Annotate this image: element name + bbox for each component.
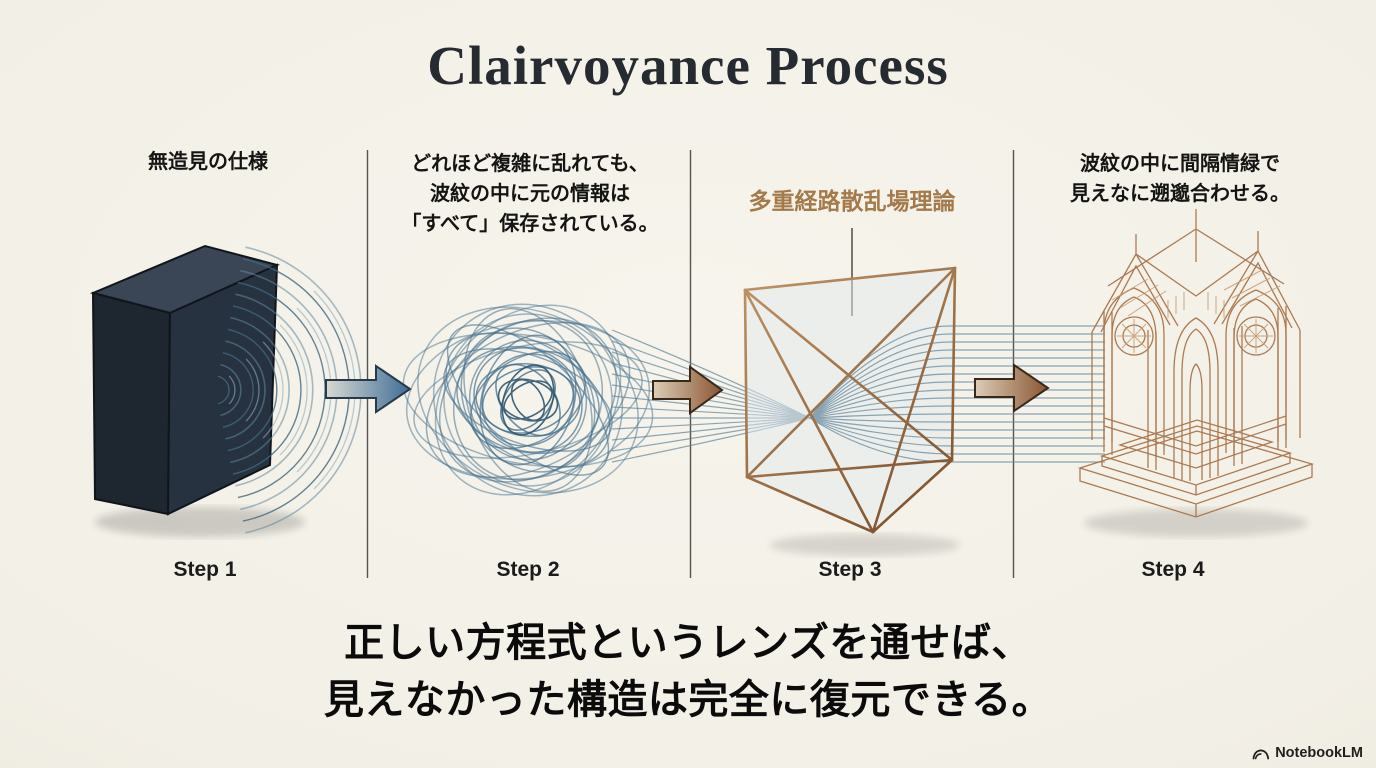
conclusion-line: 正しい方程式というレンズを通せば、 xyxy=(344,621,1032,665)
caption-line: 多重経路散乱場理論 xyxy=(748,188,956,214)
caption-line: 波紋の中に元の情報は xyxy=(430,183,630,205)
watermark: NotebookLM xyxy=(1252,745,1363,761)
step3-caption: 多重経路散乱場理論 xyxy=(702,184,1002,219)
step1-emitter-box xyxy=(89,244,305,537)
page-title: Clairvoyance Process xyxy=(427,35,949,96)
flow-arrow-3 xyxy=(974,363,1050,413)
roof-hatching xyxy=(1111,269,1281,318)
wireframe-cathedral xyxy=(1077,209,1315,537)
step4-label: Step 4 xyxy=(1141,558,1205,581)
watermark-label: NotebookLM xyxy=(1275,745,1363,761)
step2-caption: どれほど複雑に乱れても、 波紋の中に元の情報は 「すべて」保存されている。 xyxy=(380,149,680,239)
caption-line: 見えなに遡邈合わせる。 xyxy=(1070,183,1290,205)
caption-line: どれほど複雑に乱れても、 xyxy=(411,153,649,175)
caption-line: 「すべて」保存されている。 xyxy=(401,213,659,235)
cathedral-base xyxy=(1077,415,1315,518)
rose-window-right xyxy=(1236,316,1276,356)
flow-arrow-2 xyxy=(652,365,724,415)
process-graphics xyxy=(89,150,1315,578)
wireframe-prism xyxy=(743,266,960,556)
flow-arrow-1 xyxy=(325,364,412,414)
rose-window-left xyxy=(1114,316,1154,356)
caption-line: 無造見の仕様 xyxy=(148,151,268,173)
step1-label: Step 1 xyxy=(173,558,237,581)
step4-caption: 波紋の中に間隔情緑で 見えなに遡邈合わせる。 xyxy=(1030,149,1330,209)
conclusion-line: 見えなかった構造は完全に復元できる。 xyxy=(323,677,1053,722)
caption-line: 波紋の中に間隔情緑で xyxy=(1080,153,1280,175)
cathedral-arches xyxy=(1103,287,1287,481)
step3-label: Step 3 xyxy=(818,558,882,581)
notebooklm-logo-icon xyxy=(1252,748,1270,759)
conclusion-text: 正しい方程式というレンズを通せば、 見えなかった構造は完全に復元できる。 xyxy=(0,615,1376,729)
wave-streams-out xyxy=(809,325,1105,463)
step1-caption: 無造見の仕様 xyxy=(58,147,358,177)
window-spokes xyxy=(1117,319,1273,353)
step2-label: Step 2 xyxy=(496,558,560,581)
cathedral-gables xyxy=(1091,209,1301,333)
tangled-scribble xyxy=(402,303,654,497)
